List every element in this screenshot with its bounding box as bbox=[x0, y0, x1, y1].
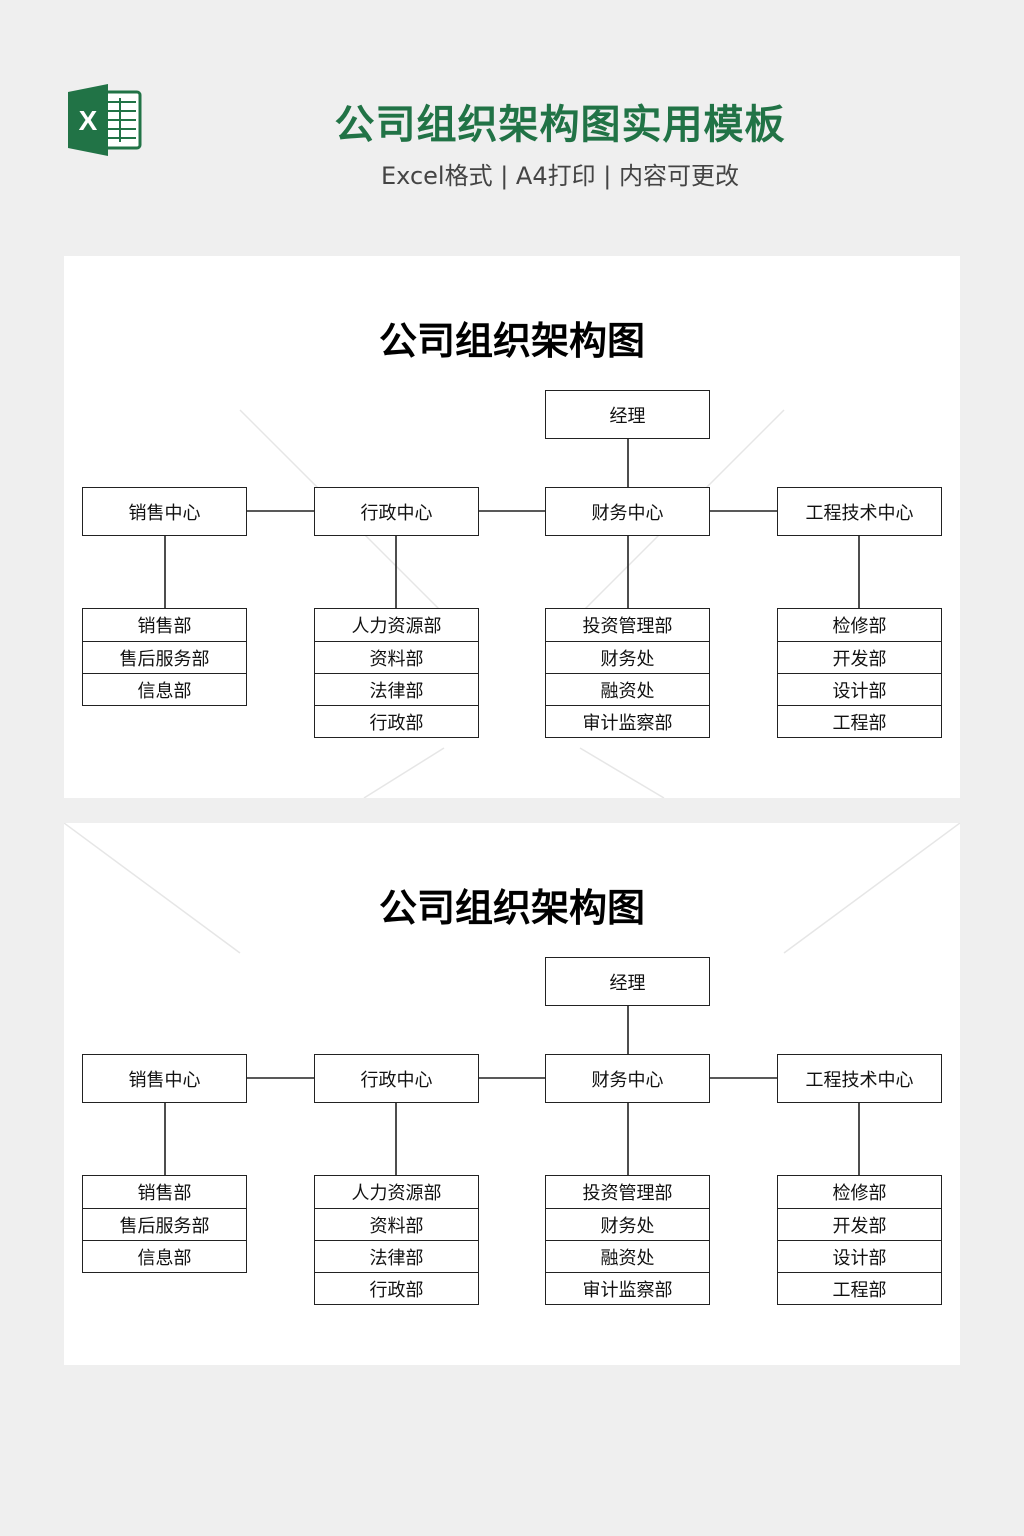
dept-item: 法律部 bbox=[315, 673, 478, 705]
dept-item: 销售部 bbox=[137, 616, 192, 637]
dept-item: 投资管理部 bbox=[582, 616, 673, 637]
node-finance-center: 财务中心 bbox=[545, 1054, 710, 1103]
dept-item: 设计部 bbox=[778, 673, 941, 705]
dept-list-engineering: 检修部 开发部 设计部 工程部 bbox=[777, 608, 942, 738]
svg-text:X: X bbox=[79, 105, 98, 136]
node-sales-center: 销售中心 bbox=[82, 487, 247, 536]
dept-item: 财务处 bbox=[546, 641, 709, 673]
dept-list-admin: 人力资源部 资料部 法律部 行政部 bbox=[314, 1175, 479, 1305]
node-sales-center: 销售中心 bbox=[82, 1054, 247, 1103]
dept-item: 人力资源部 bbox=[351, 616, 442, 637]
dept-item: 资料部 bbox=[315, 1208, 478, 1240]
dept-item: 审计监察部 bbox=[546, 1272, 709, 1304]
chart-title: 公司组织架构图 bbox=[378, 319, 645, 363]
excel-icon: X bbox=[68, 84, 142, 156]
dept-item: 工程部 bbox=[778, 705, 941, 737]
dept-item: 售后服务部 bbox=[83, 641, 246, 673]
dept-item: 法律部 bbox=[315, 1240, 478, 1272]
chart-title: 公司组织架构图 bbox=[378, 886, 645, 930]
dept-item: 审计监察部 bbox=[546, 705, 709, 737]
dept-item: 财务处 bbox=[546, 1208, 709, 1240]
connector-lines bbox=[64, 823, 960, 1175]
dept-item: 开发部 bbox=[778, 1208, 941, 1240]
dept-item: 融资处 bbox=[546, 1240, 709, 1272]
dept-item: 检修部 bbox=[832, 616, 887, 637]
dept-list-admin: 人力资源部 资料部 法律部 行政部 bbox=[314, 608, 479, 738]
org-chart-panel-1: 公司组织架构图 经理 销售中心 行政中心 财务中心 工程技术中心 销售部 售后服… bbox=[64, 256, 960, 798]
node-admin-center: 行政中心 bbox=[314, 1054, 479, 1103]
dept-list-sales: 销售部 售后服务部 信息部 bbox=[82, 608, 247, 706]
dept-item: 投资管理部 bbox=[582, 1183, 673, 1204]
dept-item: 信息部 bbox=[83, 673, 246, 705]
dept-item: 人力资源部 bbox=[351, 1183, 442, 1204]
node-finance-center: 财务中心 bbox=[545, 487, 710, 536]
dept-item: 信息部 bbox=[83, 1240, 246, 1272]
dept-item: 检修部 bbox=[832, 1183, 887, 1204]
dept-item: 售后服务部 bbox=[83, 1208, 246, 1240]
dept-item: 行政部 bbox=[315, 1272, 478, 1304]
page-header: X 公司组织架构图实用模板 Excel格式 | A4打印 | 内容可更改 bbox=[0, 0, 1024, 230]
dept-item: 工程部 bbox=[778, 1272, 941, 1304]
node-engineering-center: 工程技术中心 bbox=[777, 1054, 942, 1103]
org-chart-panel-2: 公司组织架构图 经理 销售中心 行政中心 财务中心 工程技术中心 销售部 售后服… bbox=[64, 823, 960, 1365]
dept-list-finance: 投资管理部 财务处 融资处 审计监察部 bbox=[545, 1175, 710, 1305]
node-manager: 经理 bbox=[545, 390, 710, 439]
dept-item: 资料部 bbox=[315, 641, 478, 673]
node-engineering-center: 工程技术中心 bbox=[777, 487, 942, 536]
dept-list-finance: 投资管理部 财务处 融资处 审计监察部 bbox=[545, 608, 710, 738]
dept-item: 设计部 bbox=[778, 1240, 941, 1272]
page-title: 公司组织架构图实用模板 bbox=[334, 102, 786, 148]
dept-list-sales: 销售部 售后服务部 信息部 bbox=[82, 1175, 247, 1273]
node-admin-center: 行政中心 bbox=[314, 487, 479, 536]
node-manager: 经理 bbox=[545, 957, 710, 1006]
dept-list-engineering: 检修部 开发部 设计部 工程部 bbox=[777, 1175, 942, 1305]
dept-item: 销售部 bbox=[137, 1183, 192, 1204]
dept-item: 融资处 bbox=[546, 673, 709, 705]
page-subtitle: Excel格式 | A4打印 | 内容可更改 bbox=[381, 162, 739, 190]
dept-item: 行政部 bbox=[315, 705, 478, 737]
dept-item: 开发部 bbox=[778, 641, 941, 673]
